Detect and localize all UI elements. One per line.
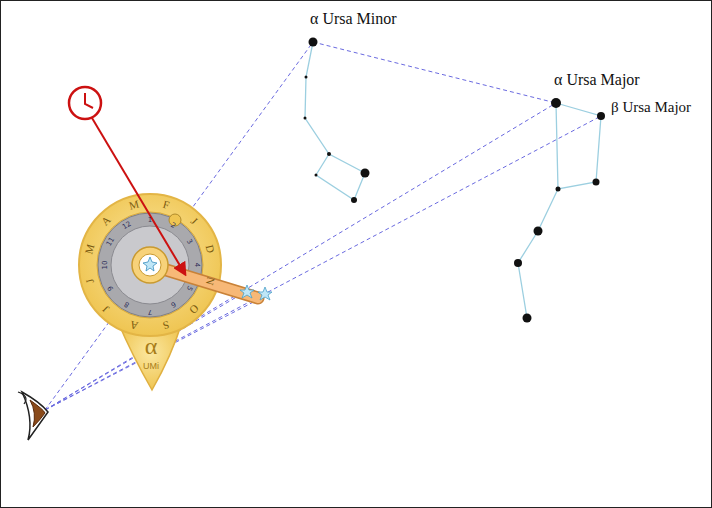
month-letter: N bbox=[204, 276, 217, 287]
star bbox=[556, 187, 561, 192]
month-letter: J bbox=[84, 278, 96, 285]
month-letter: O bbox=[187, 302, 200, 315]
hour-disk bbox=[111, 226, 189, 304]
hour-number: 9 bbox=[106, 284, 114, 291]
star bbox=[327, 152, 331, 156]
month-letter: D bbox=[204, 244, 217, 255]
star bbox=[305, 76, 308, 79]
hour-number: 3 bbox=[185, 239, 193, 246]
star bbox=[361, 169, 370, 178]
hour-number: 11 bbox=[105, 237, 116, 248]
month-letter: S bbox=[162, 319, 171, 331]
eye-iris bbox=[30, 400, 45, 427]
hour-number: 6 bbox=[169, 300, 176, 308]
month-letter: A bbox=[129, 319, 140, 332]
star bbox=[523, 314, 532, 323]
star bbox=[315, 174, 318, 177]
time-arrow bbox=[92, 118, 185, 274]
star bbox=[593, 179, 600, 186]
handle-letter: α bbox=[145, 334, 158, 358]
hour-number: 10 bbox=[101, 261, 108, 270]
hour-ring bbox=[98, 213, 202, 317]
star-name: α Ursa Minor bbox=[310, 11, 397, 27]
star bbox=[534, 227, 543, 236]
ursa-minor-lines bbox=[305, 42, 365, 200]
star bbox=[304, 117, 307, 120]
pointer-line bbox=[313, 42, 556, 103]
month-ring bbox=[79, 194, 221, 336]
sight-hole bbox=[139, 254, 161, 276]
month-letter: J bbox=[101, 303, 112, 314]
star bbox=[551, 98, 561, 108]
pointer-stars bbox=[240, 285, 272, 300]
clock-hands bbox=[85, 93, 93, 108]
month-letter: M bbox=[84, 243, 97, 255]
sight-line bbox=[45, 116, 601, 410]
hour-number: 2 bbox=[169, 221, 176, 229]
hour-number: 7 bbox=[148, 307, 152, 314]
polaris-mark bbox=[143, 257, 157, 271]
sight-line bbox=[45, 103, 556, 410]
month-ring-inner-edge bbox=[97, 212, 203, 318]
hour-number: 8 bbox=[124, 300, 131, 308]
sight-lines bbox=[45, 42, 601, 410]
handle-text: UMi bbox=[143, 362, 159, 371]
star bbox=[514, 259, 522, 267]
pointer-star bbox=[240, 285, 254, 298]
eye-lash bbox=[18, 392, 26, 404]
star bbox=[351, 197, 357, 203]
star-name: β Ursa Major bbox=[611, 100, 691, 115]
clock-icon bbox=[69, 87, 101, 119]
sight-line bbox=[45, 42, 313, 410]
hour-number: 12 bbox=[122, 220, 133, 231]
ursa-major-handle bbox=[518, 189, 558, 318]
center-boss bbox=[132, 247, 168, 283]
star bbox=[597, 112, 605, 120]
eye bbox=[18, 392, 48, 440]
pointer-star bbox=[258, 287, 272, 300]
star bbox=[309, 38, 318, 47]
hour-number: 1 bbox=[148, 216, 152, 223]
star-name: α Ursa Major bbox=[554, 72, 640, 88]
month-letter: M bbox=[128, 199, 140, 212]
month-letter: J bbox=[188, 216, 199, 227]
ursa-major-bowl bbox=[556, 103, 601, 189]
hour-number: 5 bbox=[185, 284, 193, 291]
hour-number: 4 bbox=[192, 263, 199, 267]
month-letter: F bbox=[162, 199, 171, 211]
month-letter: A bbox=[99, 214, 112, 227]
